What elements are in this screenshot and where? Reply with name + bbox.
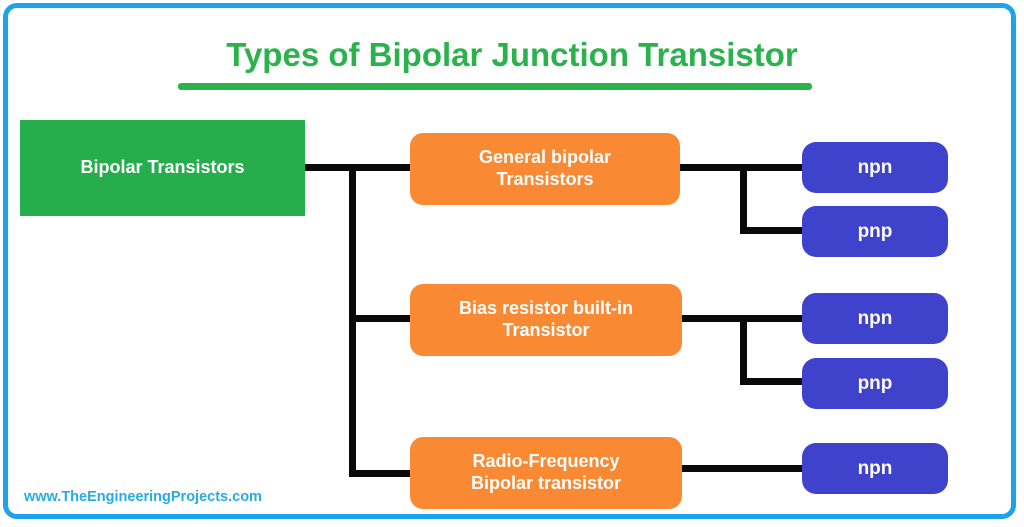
connector-branch-3-horizontal bbox=[349, 470, 411, 477]
node-leaf-branch-3-npn-label: npn bbox=[857, 457, 893, 479]
title-underline bbox=[178, 83, 812, 90]
node-branch-3-label-line1: Radio-Frequency bbox=[472, 451, 620, 472]
connector-branch-2-horizontal bbox=[349, 315, 411, 322]
node-leaf-branch-3-npn[interactable]: npn bbox=[802, 443, 948, 494]
node-branch-1-label-line2: Transistors bbox=[496, 169, 594, 189]
node-leaf-branch-1-pnp-label: pnp bbox=[857, 220, 893, 242]
page-title: Types of Bipolar Junction Transistor bbox=[226, 36, 798, 73]
node-branch-3-label: Radio-Frequency Bipolar transistor bbox=[471, 451, 621, 495]
node-leaf-branch-2-pnp-label: pnp bbox=[857, 372, 893, 394]
node-branch-2-label-line1: Bias resistor built-in bbox=[458, 298, 634, 319]
node-branch-3-label-line2: Bipolar transistor bbox=[470, 473, 622, 493]
node-root-bipolar-transistors[interactable]: Bipolar Transistors bbox=[20, 120, 305, 216]
node-leaf-branch-2-pnp[interactable]: pnp bbox=[802, 358, 948, 409]
node-leaf-branch-2-npn-label: npn bbox=[857, 307, 893, 329]
node-branch-bias-resistor-built-in-transistor[interactable]: Bias resistor built-in Transistor bbox=[410, 284, 682, 356]
connector-root-stub bbox=[305, 164, 356, 171]
node-leaf-branch-1-npn-label: npn bbox=[857, 156, 893, 178]
connector-branch-2-leaf-spine bbox=[740, 315, 747, 385]
connector-branch-1-horizontal bbox=[349, 164, 411, 171]
connector-branch-1-leaf-spine bbox=[740, 164, 747, 234]
node-leaf-branch-1-pnp[interactable]: pnp bbox=[802, 206, 948, 257]
site-credit: www.TheEngineeringProjects.com bbox=[24, 489, 262, 505]
node-leaf-branch-1-npn[interactable]: npn bbox=[802, 142, 948, 193]
connector-branch-1-leaf-2-stub bbox=[740, 227, 806, 234]
node-leaf-branch-2-npn[interactable]: npn bbox=[802, 293, 948, 344]
node-branch-1-label: General bipolar Transistors bbox=[479, 147, 611, 191]
node-branch-2-label: Bias resistor built-in Transistor bbox=[459, 298, 633, 342]
node-branch-general-bipolar-transistors[interactable]: General bipolar Transistors bbox=[410, 133, 680, 205]
connector-branch-3-to-leaf bbox=[680, 465, 806, 472]
node-branch-2-label-line2: Transistor bbox=[502, 320, 590, 340]
node-root-label: Bipolar Transistors bbox=[80, 157, 245, 178]
connector-branch-2-leaf-2-stub bbox=[740, 378, 806, 385]
node-branch-radio-frequency-bipolar-transistor[interactable]: Radio-Frequency Bipolar transistor bbox=[410, 437, 682, 509]
node-branch-1-label-line1: General bipolar bbox=[478, 147, 612, 168]
